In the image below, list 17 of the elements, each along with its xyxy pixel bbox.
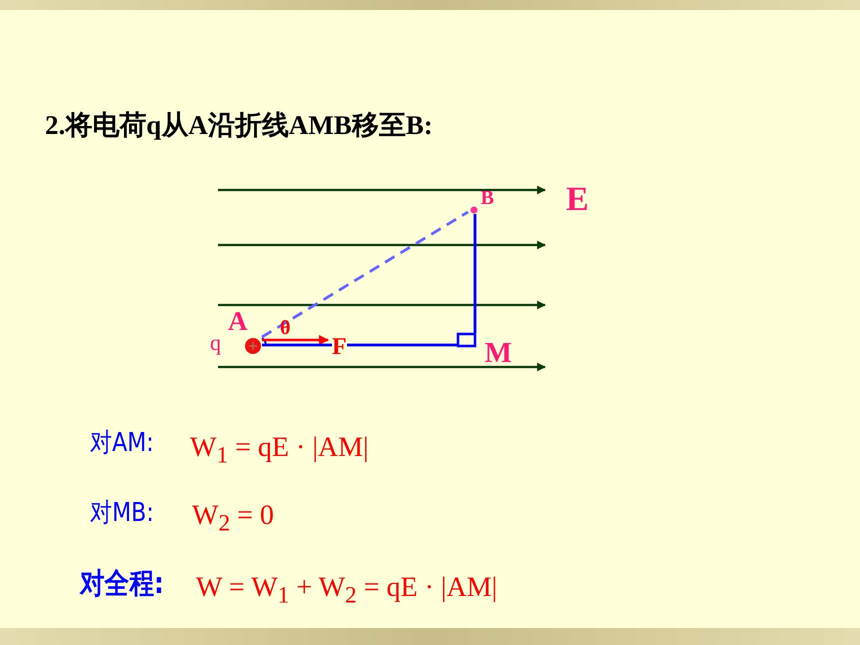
formula: W = W$_{1}$ + W$_{2}$ = qE · |AM| xyxy=(196,574,498,608)
point-label: A xyxy=(228,308,248,335)
dashed-line xyxy=(261,210,469,338)
angle-label: θ xyxy=(280,318,290,338)
point-label: M xyxy=(484,339,512,368)
path-line xyxy=(474,214,476,333)
field-label: E xyxy=(566,183,589,217)
point-label: B xyxy=(480,188,494,208)
title: 2.将电荷q从A沿折线AMB移至B: xyxy=(45,112,433,139)
formula: W$_{1}$ = qE · |AM| xyxy=(190,434,369,468)
formula: W$_{2}$ = 0 xyxy=(192,502,274,536)
segment-label: 对全程: xyxy=(80,569,164,598)
segment-label: 对MB: xyxy=(90,500,154,526)
charge-label: q xyxy=(210,332,221,354)
point xyxy=(468,188,494,214)
path-line xyxy=(262,344,457,346)
segment-label: 对AM: xyxy=(90,430,154,456)
